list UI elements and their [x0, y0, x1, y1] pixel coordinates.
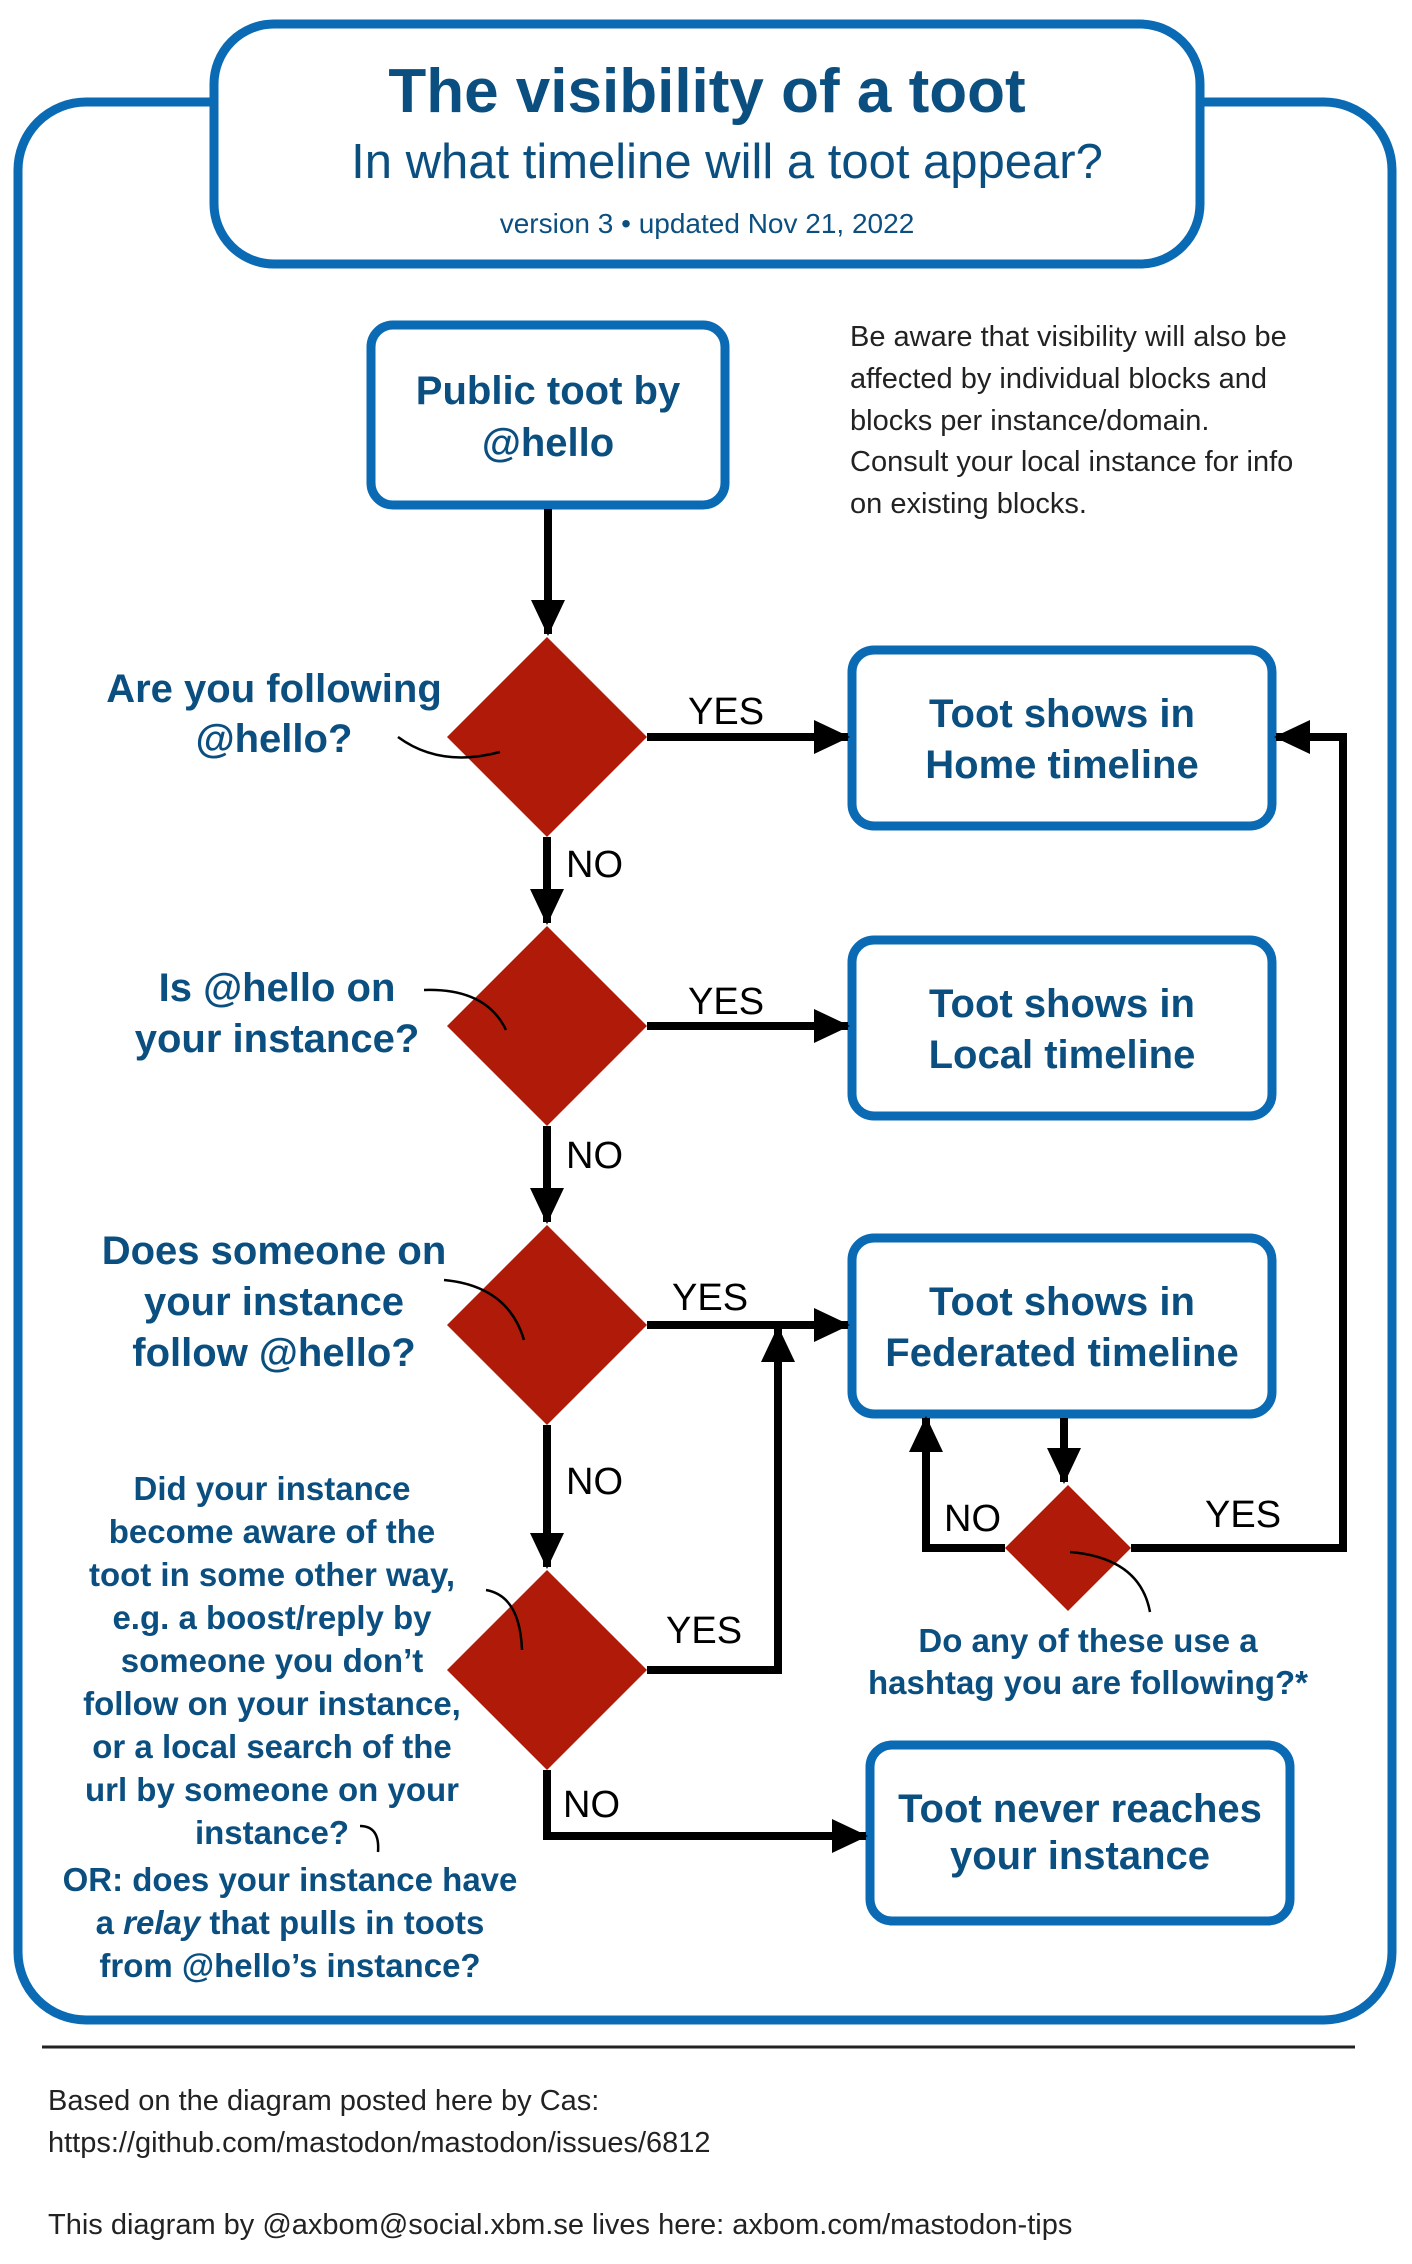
q4-line-3: toot in some other way, — [89, 1556, 455, 1593]
edge-label-q5-no: NO — [944, 1498, 1001, 1540]
edge-label-q3-yes: YES — [672, 1277, 748, 1319]
edge-label-q2-no: NO — [566, 1135, 623, 1177]
local-timeline-box — [847, 935, 1277, 1121]
decision-on-instance — [447, 926, 647, 1126]
edge-label-q1-yes: YES — [688, 691, 764, 733]
q1-line-2: @hello? — [196, 717, 353, 761]
q4-line-6: follow on your instance, — [83, 1685, 461, 1722]
never-line-1: Toot never reaches — [898, 1787, 1262, 1831]
q4-or-line-1: OR: does your instance have — [63, 1861, 518, 1898]
pointer-q1 — [397, 735, 501, 759]
local-line-1: Toot shows in — [929, 982, 1195, 1026]
arrow-q5-no — [909, 1416, 1005, 1552]
q4-line-7: or a local search of the — [92, 1728, 451, 1765]
q4-line-2: become aware of the — [109, 1513, 435, 1550]
footer-line-3: This diagram by @axbom@social.xbm.se liv… — [48, 2209, 1072, 2241]
home-timeline-box — [847, 645, 1277, 831]
note-line-3: blocks per instance/domain. — [850, 405, 1209, 437]
q4-line-5: someone you don’t — [121, 1642, 424, 1679]
q1-line-1: Are you following — [106, 667, 442, 711]
q3-line-1: Does someone on — [102, 1229, 447, 1273]
page-subtitle: In what timeline will a toot appear? — [351, 135, 1103, 189]
edge-label-q2-yes: YES — [688, 981, 764, 1023]
q4-or-line-3: from @hello’s instance? — [99, 1947, 480, 1984]
start-box — [366, 320, 730, 510]
edge-label-q4-yes: YES — [666, 1610, 742, 1652]
note-line-5: on existing blocks. — [850, 488, 1087, 520]
q5-line-1: Do any of these use a — [918, 1622, 1258, 1659]
never-reaches-box — [865, 1740, 1295, 1926]
q2-line-1: Is @hello on — [159, 966, 396, 1010]
page-title: The visibility of a toot — [388, 57, 1025, 126]
arrow-q4-yes — [647, 1326, 795, 1674]
home-line-2: Home timeline — [925, 743, 1198, 787]
q3-line-3: follow @hello? — [132, 1331, 415, 1375]
pointer-q3 — [443, 1278, 526, 1341]
pointer-q4-end — [359, 1824, 380, 1853]
q4-line-4: e.g. a boost/reply by — [112, 1599, 432, 1636]
decision-other-way — [447, 1570, 647, 1770]
edge-label-q1-no: NO — [566, 844, 623, 886]
never-line-2: your instance — [950, 1834, 1210, 1878]
start-line-1: Public toot by — [416, 369, 681, 413]
edge-label-q4-no: NO — [563, 1784, 620, 1826]
start-line-2: @hello — [482, 421, 614, 465]
q4-line-8: url by someone on your — [85, 1771, 459, 1808]
q5-line-2: hashtag you are following?* — [868, 1664, 1308, 1701]
q4-or-suffix: that pulls in toots — [200, 1904, 484, 1941]
arrow-q4-no — [543, 1770, 868, 1853]
pointer-q2 — [423, 988, 508, 1031]
arrow-q5-yes — [1131, 720, 1347, 1552]
edge-label-q5-yes: YES — [1205, 1494, 1281, 1536]
note-line-1: Be aware that visibility will also be — [850, 321, 1287, 353]
note-line-4: Consult your local instance for info — [850, 446, 1293, 478]
version-label: version 3 • updated Nov 21, 2022 — [500, 208, 915, 239]
decision-someone-follows — [447, 1225, 647, 1425]
federated-line-1: Toot shows in — [929, 1280, 1195, 1324]
home-line-1: Toot shows in — [929, 692, 1195, 736]
header-box — [209, 19, 1205, 269]
note-line-2: affected by individual blocks and — [850, 363, 1267, 395]
q4-line-9: instance? — [195, 1814, 349, 1851]
q4-or-prefix: a — [96, 1904, 124, 1941]
q3-line-2: your instance — [144, 1280, 404, 1324]
footer-line-2: https://github.com/mastodon/mastodon/iss… — [48, 2127, 711, 2159]
edge-label-q3-no: NO — [566, 1461, 623, 1503]
federated-timeline-box — [847, 1233, 1277, 1419]
q4-line-1: Did your instance — [134, 1470, 411, 1507]
q4-or-line-2: a relay that pulls in toots — [96, 1904, 485, 1941]
pointer-q4 — [485, 1588, 524, 1651]
pointer-q5 — [1069, 1550, 1152, 1613]
footer-line-1: Based on the diagram posted here by Cas: — [48, 2085, 599, 2117]
decision-following — [447, 637, 647, 837]
q4-or-relay: relay — [123, 1904, 202, 1941]
decision-hashtag — [1005, 1485, 1131, 1611]
local-line-2: Local timeline — [929, 1033, 1196, 1077]
q2-line-2: your instance? — [135, 1017, 420, 1061]
federated-line-2: Federated timeline — [885, 1331, 1238, 1375]
